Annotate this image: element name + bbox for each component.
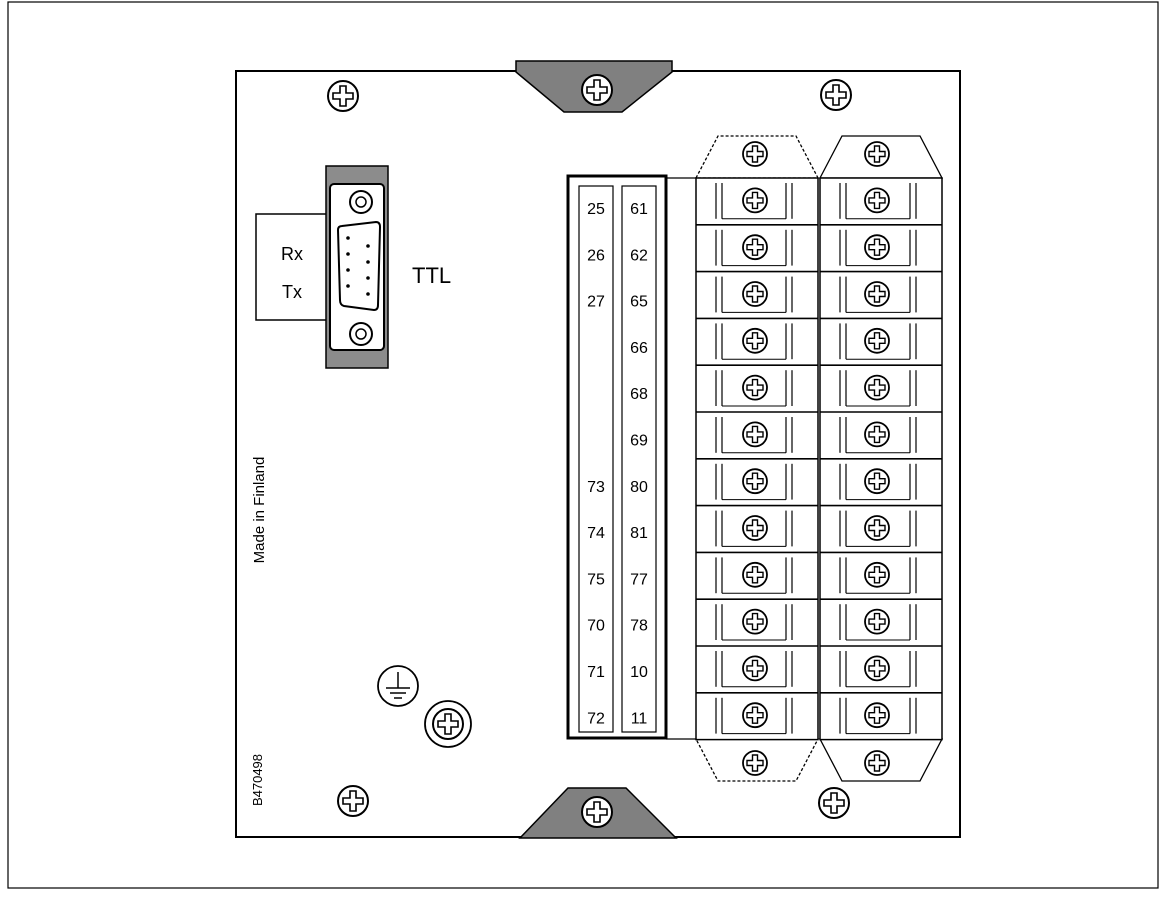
screw-icon xyxy=(742,374,768,401)
terminal-number-right: 69 xyxy=(630,433,648,450)
screw-icon xyxy=(742,234,768,261)
screw-icon xyxy=(337,785,369,817)
terminal-row xyxy=(820,224,942,267)
terminal-row xyxy=(820,411,942,454)
terminal-row xyxy=(820,691,942,735)
terminal-number-right: 68 xyxy=(630,386,648,403)
terminal-row xyxy=(820,598,942,641)
made-in-label: Made in Finland xyxy=(251,457,268,564)
terminal-row xyxy=(696,457,818,501)
terminal-number-right: 80 xyxy=(630,479,648,496)
screw-icon xyxy=(864,702,890,729)
screw-icon xyxy=(864,515,890,541)
terminal-number-right: 81 xyxy=(630,525,648,542)
terminal-row xyxy=(696,551,818,594)
screw-icon xyxy=(327,80,359,112)
terminal-row xyxy=(696,645,818,688)
terminal-row xyxy=(820,364,942,407)
terminal-number-right: 65 xyxy=(630,294,648,311)
screw-icon xyxy=(864,608,890,635)
rx-tx-box xyxy=(255,213,329,321)
screw-icon xyxy=(742,187,768,214)
screw-icon xyxy=(864,327,890,354)
terminal-number-left: 72 xyxy=(587,710,605,727)
db9-connector-icon xyxy=(325,165,389,369)
terminal-number-right: 62 xyxy=(630,247,648,264)
screw-icon xyxy=(818,787,850,819)
terminal-blocks xyxy=(694,135,944,782)
screw-icon xyxy=(864,421,890,448)
terminal-column-left xyxy=(578,185,614,733)
ttl-label: TTL xyxy=(412,263,451,288)
screw-icon xyxy=(742,702,768,729)
ground-screw-icon xyxy=(424,700,472,748)
drawing-id-label: B470498 xyxy=(250,754,265,806)
terminal-row xyxy=(696,504,818,547)
screw-icon xyxy=(742,561,768,588)
terminal-number-left: 25 xyxy=(587,201,605,218)
screw-icon xyxy=(864,281,890,307)
terminal-block-column xyxy=(694,135,820,782)
screw-icon xyxy=(864,468,890,495)
terminal-row xyxy=(696,364,818,407)
terminal-number-right: 61 xyxy=(630,201,648,218)
terminal-row xyxy=(696,224,818,267)
terminal-column-right xyxy=(621,185,657,733)
screw-icon xyxy=(581,74,613,106)
screw-icon xyxy=(742,515,768,541)
terminal-row xyxy=(696,598,818,641)
terminal-row xyxy=(696,411,818,454)
terminal-number-left: 74 xyxy=(587,525,605,542)
terminal-row xyxy=(820,317,942,360)
terminal-block-column xyxy=(818,135,944,782)
terminal-number-left: 26 xyxy=(587,247,605,264)
screw-icon xyxy=(742,468,768,495)
screw-icon xyxy=(864,234,890,261)
terminal-row xyxy=(696,317,818,360)
terminal-row xyxy=(696,270,818,313)
terminal-row xyxy=(820,457,942,501)
terminal-number-left: 71 xyxy=(587,664,605,681)
terminal-row xyxy=(820,270,942,313)
screw-icon xyxy=(581,796,613,828)
screw-icon xyxy=(742,655,768,682)
screw-icon xyxy=(864,374,890,401)
terminal-row xyxy=(696,691,818,735)
terminal-row xyxy=(839,183,917,220)
terminal-row xyxy=(820,551,942,594)
screw-icon xyxy=(864,750,890,776)
screw-icon xyxy=(742,421,768,448)
screw-icon xyxy=(742,281,768,307)
screw-icon xyxy=(864,187,890,214)
terminal-number-left: 73 xyxy=(587,479,605,496)
terminal-number-left: 70 xyxy=(587,618,605,635)
screw-icon xyxy=(864,655,890,682)
rx-label: Rx xyxy=(281,244,303,264)
top-mounting-bracket xyxy=(515,60,673,113)
terminal-number-right: 10 xyxy=(630,664,648,681)
terminal-number-right: 11 xyxy=(631,710,648,727)
terminal-number-right: 66 xyxy=(630,340,648,357)
screw-icon xyxy=(742,608,768,635)
terminal-number-left: 75 xyxy=(587,571,605,588)
terminal-row xyxy=(820,504,942,547)
screw-icon xyxy=(742,141,768,167)
screw-icon xyxy=(820,79,852,111)
terminal-number-left: 27 xyxy=(587,294,605,311)
terminal-row xyxy=(715,183,793,220)
screw-icon xyxy=(864,141,890,167)
tx-label: Tx xyxy=(282,282,302,302)
terminal-labels: 25 61 26 62 27 65 66 68 69 73 80 74 81 75 77 70 78 71 10 72… xyxy=(587,201,648,727)
bottom-mounting-bracket xyxy=(518,787,678,839)
screw-icon xyxy=(742,750,768,776)
earth-ground-icon xyxy=(377,665,419,707)
terminal-number-right: 77 xyxy=(630,571,648,588)
screw-icon xyxy=(742,327,768,354)
terminal-row xyxy=(820,645,942,688)
terminal-number-right: 78 xyxy=(630,618,648,635)
screw-icon xyxy=(864,561,890,588)
